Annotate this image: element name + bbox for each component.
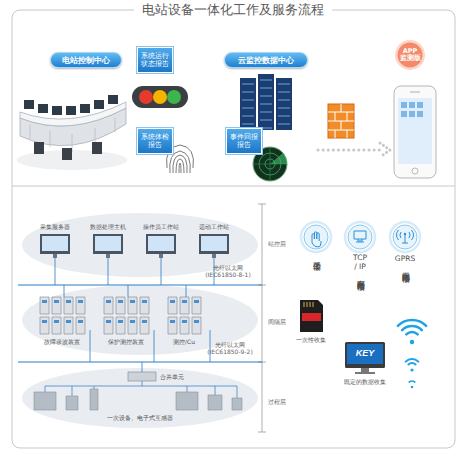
app-badge: APP 监测版 xyxy=(395,40,425,70)
dotted-arrow xyxy=(318,149,382,152)
server-slots xyxy=(242,80,290,128)
network-bus xyxy=(18,285,262,362)
hand-icon xyxy=(312,232,321,247)
panel-border xyxy=(12,10,455,448)
desktop-screen xyxy=(347,344,383,364)
phone-screen xyxy=(398,98,432,164)
node-text: 有限网络传输 xyxy=(355,274,364,277)
circle-shape xyxy=(392,224,418,250)
process-layer-band xyxy=(22,368,258,428)
firewall-bricks xyxy=(328,104,354,138)
pill-button: 电站控制中心 xyxy=(50,52,122,68)
device-label: 测控/Cu xyxy=(173,338,195,345)
device-label: 数据处理主机 xyxy=(90,223,126,230)
network-label: 光纤以太网 (IEC61850-8-1) xyxy=(203,264,253,278)
network-drops xyxy=(55,258,214,372)
circle-shape xyxy=(347,224,373,250)
node-text: 系统体检报告 xyxy=(140,133,170,149)
transfer-circle: 手工传输 xyxy=(303,224,329,250)
phone xyxy=(394,86,436,178)
firewall xyxy=(328,104,354,138)
circle-outline xyxy=(345,222,375,252)
traffic-light xyxy=(132,86,188,108)
monitor-frames xyxy=(40,234,229,254)
wifi-large-dot xyxy=(410,340,414,344)
layer-label: 过程层 xyxy=(268,398,286,405)
merging-unit xyxy=(128,372,156,381)
circle-outline xyxy=(301,222,331,252)
red-light xyxy=(139,90,153,104)
primary-equipment xyxy=(34,389,242,410)
antenna-tip xyxy=(404,233,406,235)
green-light xyxy=(167,90,181,104)
circle-outline xyxy=(398,43,423,68)
console-monitors xyxy=(24,95,118,115)
title-text: 电站设备一体化工作及服务流程 xyxy=(134,2,332,18)
phone-apps xyxy=(401,102,423,117)
device-label: 故障录波装置 xyxy=(44,338,80,345)
circle-outline xyxy=(395,40,425,70)
node-text: 事件回报报告 xyxy=(229,133,259,149)
circle-outline xyxy=(390,222,420,252)
device-label: 合并单元 xyxy=(160,373,184,380)
sd-card-label xyxy=(302,313,321,321)
circle-outline xyxy=(348,225,372,249)
circle-shape xyxy=(303,224,329,250)
sd-card-contacts xyxy=(304,302,313,307)
node-text: 系统运行状态报告 xyxy=(140,52,170,68)
desktop-monitor xyxy=(345,342,385,368)
transfer-circle: GPRS无限网络传输 xyxy=(392,224,418,250)
device-label: 采集服务器 xyxy=(40,223,70,230)
node-text: TCP / IP xyxy=(351,254,369,271)
dotted-arrowhead xyxy=(380,143,390,157)
wifi-medium-dot xyxy=(410,368,413,371)
node-text: 无限网络传输 xyxy=(400,266,409,269)
antenna-icon xyxy=(397,230,414,243)
pill-button: 云监控数据中心 xyxy=(224,52,308,68)
cabinet-indicators xyxy=(42,300,199,323)
caption-label: 一次性收集 xyxy=(296,336,326,343)
layer-label: 间隔层 xyxy=(268,318,286,325)
circle-outline xyxy=(393,225,417,249)
device-label: 保护测控装置 xyxy=(108,338,144,345)
sd-card xyxy=(300,300,323,332)
server-racks xyxy=(240,74,292,130)
layer-bracket xyxy=(258,204,266,432)
computer-icon xyxy=(354,231,366,242)
phone-speaker xyxy=(410,91,420,92)
transfer-circle: TCP / IP有限网络传输 xyxy=(347,224,373,250)
circle-outline xyxy=(304,225,328,249)
chairs xyxy=(34,142,102,160)
radar-sweep xyxy=(270,153,287,164)
node-text: 电站控制中心 xyxy=(62,55,110,66)
report-box: 系统体检报告 xyxy=(137,128,173,154)
network-label: 光纤以太网 (IEC61850-9-2) xyxy=(205,341,255,355)
screen-text: KEY xyxy=(356,348,375,359)
desktop-stand xyxy=(355,368,375,374)
bay-layer-band xyxy=(22,285,258,355)
wifi-medium xyxy=(406,359,419,364)
wifi-large xyxy=(398,320,426,334)
wifi-small xyxy=(409,381,415,382)
node-text: 云监控数据中心 xyxy=(238,55,294,66)
caption-label: 既定的数据收集 xyxy=(344,378,386,385)
report-box: 事件回报报告 xyxy=(226,128,262,154)
node-text: 手工传输 xyxy=(311,255,320,257)
node-text: GPRS xyxy=(395,255,415,264)
monitor-screens xyxy=(42,236,227,251)
node-text: APP 监测版 xyxy=(399,48,421,62)
device-label: 一次设备、电子式互感器 xyxy=(107,414,173,421)
yellow-light xyxy=(153,90,167,104)
monitor-stands xyxy=(53,254,216,258)
wifi-small-dot xyxy=(411,386,414,389)
device-label: 远动工作站 xyxy=(199,223,229,230)
report-box: 系统运行状态报告 xyxy=(137,47,173,73)
layer-label: 站控层 xyxy=(268,240,286,247)
device-label: 操作员工作站 xyxy=(143,223,179,230)
section-divider xyxy=(12,186,455,187)
cabinets xyxy=(40,297,201,334)
phone-button xyxy=(412,168,418,174)
